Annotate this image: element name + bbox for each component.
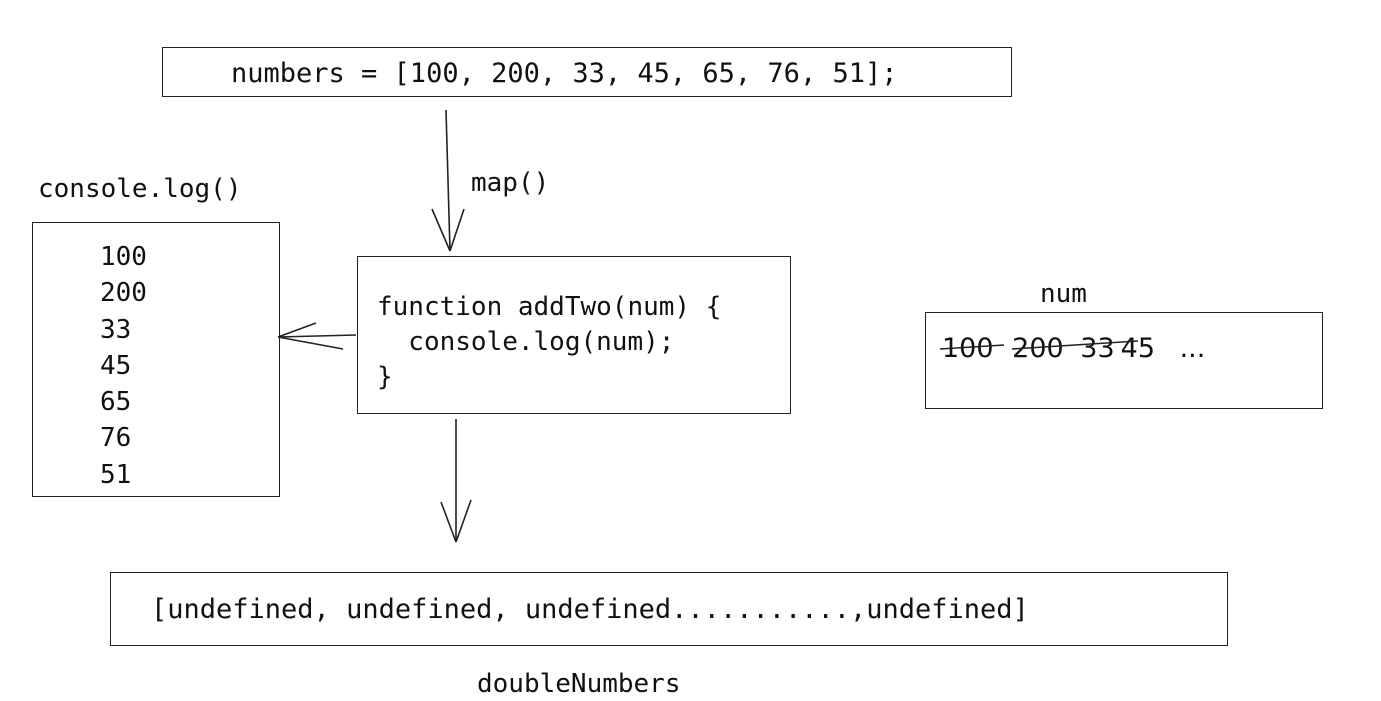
console-output-line: 51 [100, 459, 132, 490]
strike-marks [939, 340, 1139, 350]
console-output-line: 33 [100, 314, 132, 345]
arrow-map-down [431, 109, 465, 252]
num-value-crossed: 33 [1080, 333, 1115, 364]
console-output-line: 65 [100, 387, 132, 418]
console-log-label: console.log() [38, 174, 242, 204]
map-label: map() [471, 168, 550, 198]
arrow-to-console [277, 322, 357, 350]
function-code-line: function addTwo(num) { [377, 292, 722, 322]
numbers-array-text: numbers = [100, 200, 33, 45, 65, 76, 51]… [231, 58, 898, 89]
function-code-line: console.log(num); [377, 327, 675, 357]
num-ellipsis: ... [1179, 333, 1206, 364]
console-output-box: 100 200 33 45 65 76 51 [32, 222, 280, 497]
numbers-array-box: numbers = [100, 200, 33, 45, 65, 76, 51]… [162, 47, 1012, 97]
function-code: function addTwo(num) { console.log(num);… [377, 290, 721, 395]
strike-line-1 [939, 344, 1005, 350]
result-array-box: [undefined, undefined, undefined........… [110, 572, 1228, 646]
strike-line-2 [1011, 340, 1139, 350]
num-label: num [1040, 279, 1087, 309]
console-output-line: 76 [100, 423, 132, 454]
arrow-to-result [440, 419, 472, 543]
console-output-line: 200 [100, 278, 147, 309]
console-output-line: 100 [100, 242, 147, 272]
double-numbers-label: doubleNumbers [477, 669, 681, 699]
console-output-line: 45 [100, 350, 132, 381]
result-array-text: [undefined, undefined, undefined........… [151, 594, 1029, 625]
num-value-current: 45 [1120, 333, 1155, 364]
function-box: function addTwo(num) { console.log(num);… [357, 256, 791, 414]
console-output-list: 100 200 33 45 65 76 51 [100, 239, 147, 493]
function-code-line: } [377, 362, 393, 392]
